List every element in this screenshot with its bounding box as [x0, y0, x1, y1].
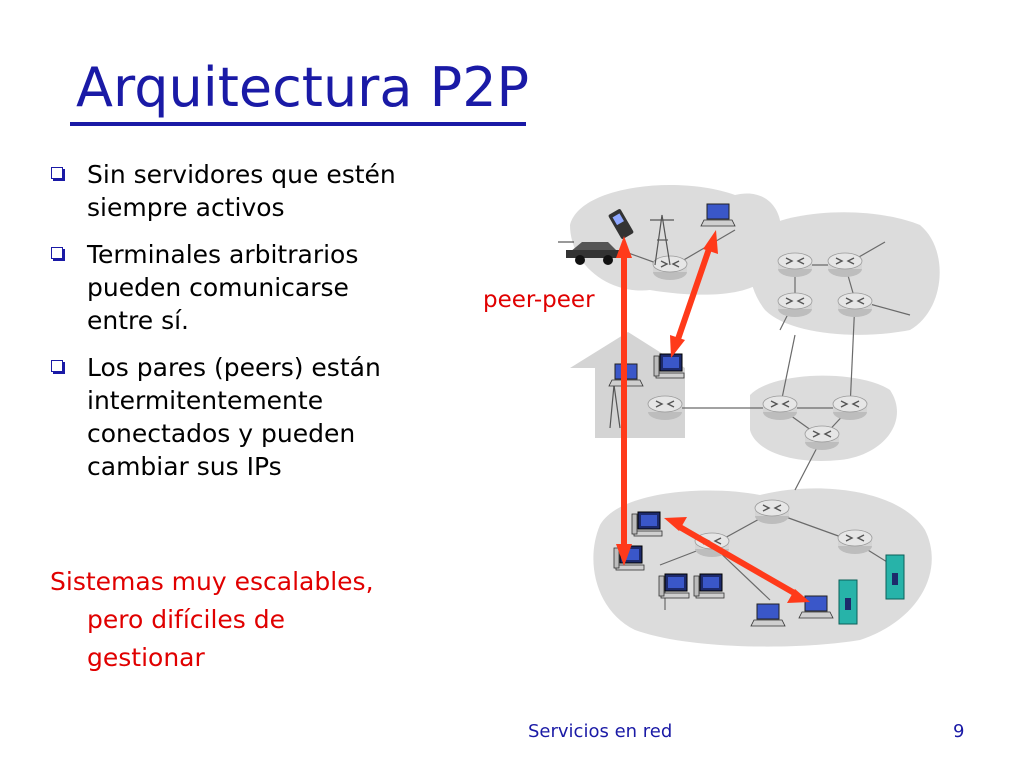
peer-peer-label: peer-peer	[483, 287, 595, 313]
desktop-computer-icon	[693, 573, 725, 599]
arrowhead-icon	[664, 517, 687, 531]
router-icon	[647, 395, 683, 421]
router-icon	[777, 292, 813, 318]
router-icon	[762, 395, 798, 421]
page-number: 9	[953, 721, 965, 742]
bullet-item: Los pares (peers) están intermitentement…	[50, 351, 450, 483]
title-underline	[70, 122, 526, 126]
peer-arrows	[616, 230, 810, 603]
footer-title: Servicios en red	[528, 721, 673, 742]
p2p-network-diagram	[558, 185, 940, 647]
router-icon	[652, 255, 688, 281]
arrowhead-icon	[670, 335, 685, 358]
checkbox-bullet-icon	[51, 360, 63, 372]
bullet-text: Los pares (peers) están intermitentement…	[87, 353, 381, 481]
checkbox-bullet-icon	[51, 167, 63, 179]
bullet-text: Terminales arbitrarios pueden comunicars…	[87, 240, 359, 335]
router-icon	[827, 252, 863, 278]
peer-arrow	[674, 245, 713, 343]
arrowhead-icon	[616, 236, 632, 258]
peer-arrow	[676, 523, 798, 597]
bullet-item: Terminales arbitrarios pueden comunicars…	[50, 238, 450, 337]
bullet-item: Sin servidores que estén siempre activos	[50, 158, 450, 224]
desktop-computer-icon	[653, 353, 685, 379]
bullet-list: Sin servidores que estén siempre activos…	[50, 158, 450, 497]
cellphone-icon	[608, 209, 634, 239]
desktop-computer-icon	[631, 511, 663, 537]
arrowhead-icon	[787, 589, 810, 603]
router-icon	[837, 529, 873, 555]
desktop-computer-icon	[658, 573, 690, 599]
router-icon	[754, 499, 790, 525]
checkbox-bullet-icon	[51, 247, 63, 259]
conclusion-text: Sistemas muy escalables, pero difíciles …	[50, 567, 374, 672]
router-icon	[777, 252, 813, 278]
antenna-tower-icon	[609, 384, 621, 429]
server-icon	[838, 579, 858, 625]
car-icon	[558, 241, 621, 265]
server-icon	[885, 554, 905, 600]
arrowhead-icon	[616, 544, 632, 566]
router-icon	[837, 292, 873, 318]
router-icon	[804, 425, 840, 451]
router-icon	[832, 395, 868, 421]
bullet-text: Sin servidores que estén siempre activos	[87, 160, 396, 222]
slide-title: Arquitectura P2P	[76, 56, 530, 119]
arrowhead-icon	[703, 230, 718, 254]
antenna-tower-icon	[650, 214, 674, 266]
